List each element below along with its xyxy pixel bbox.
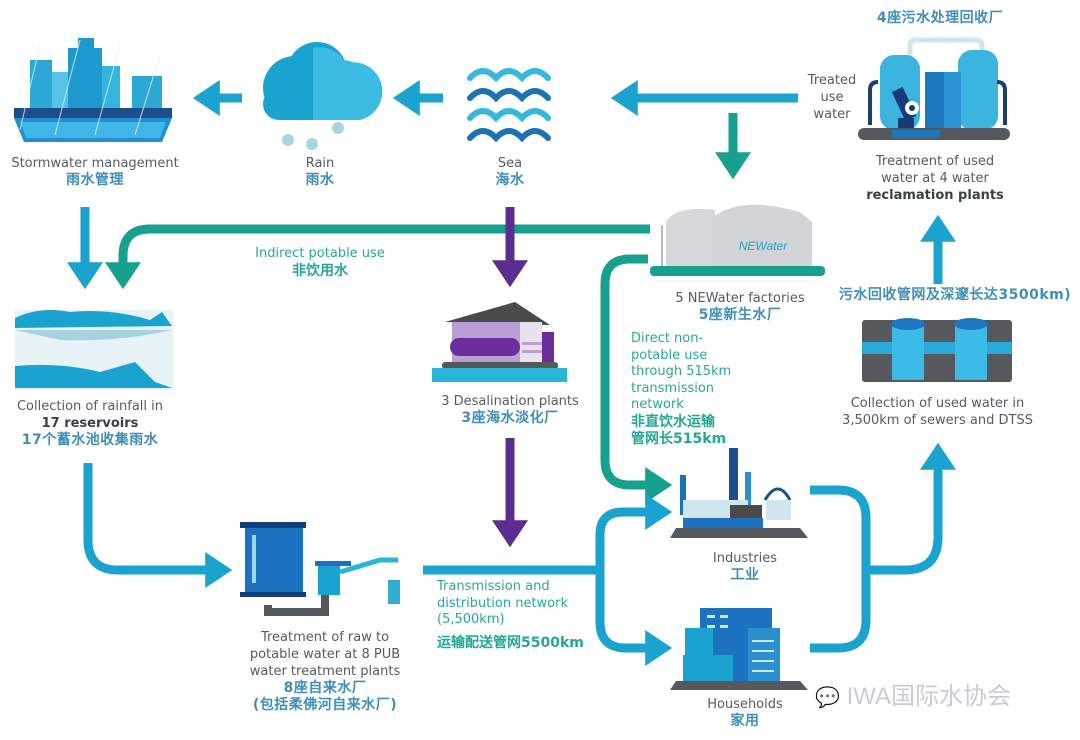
transmission-label: Transmission and distribution network (5… xyxy=(437,579,584,651)
sewer-network-zh: 污水回收管网及深邃长达3500km) xyxy=(838,287,1072,303)
indirect-potable-label: Indirect potable use 非饮用水 xyxy=(255,246,385,279)
arrow-industries-out xyxy=(810,485,871,653)
rain-cloud-icon xyxy=(263,42,383,150)
households-building-icon xyxy=(670,608,808,690)
desalination-plant-icon xyxy=(432,302,567,382)
newater-factory-icon: NEWater xyxy=(650,204,825,276)
sewer-pipes-icon xyxy=(862,318,1012,382)
newater-label: 5 NEWater factories 5座新生水厂 xyxy=(675,291,805,323)
reservoir-icon xyxy=(15,310,173,390)
reservoirs-label: Collection of rainfall in 17 reservoirs … xyxy=(16,399,163,448)
arrow-network-branch-up xyxy=(595,494,673,570)
sea-waves-icon xyxy=(467,68,551,143)
reclamation-label: Treatment of used water at 4 water recla… xyxy=(866,154,1004,203)
sea-label: Sea 海水 xyxy=(495,156,525,188)
arrow-indirect-potable xyxy=(105,224,650,290)
stormwater-city-icon xyxy=(14,38,172,142)
households-label: Households 家用 xyxy=(707,697,783,729)
industries-label: Industries 工业 xyxy=(712,551,778,583)
arrow-newater-direct xyxy=(600,254,673,503)
arrow-network-branch-down xyxy=(595,570,673,666)
treatment-label: Treatment of raw to potable water at 8 P… xyxy=(249,630,401,713)
reclamation-plant-icon xyxy=(858,37,1010,140)
water-treatment-icon xyxy=(240,522,400,616)
sewers-label: Collection of used water in 3,500km of s… xyxy=(842,396,1033,428)
arrow-to-sewers xyxy=(866,442,956,575)
arrow-reservoir-to-treatment xyxy=(83,463,233,588)
direct-non-potable-label: Direct non- potable use through 515km tr… xyxy=(631,331,732,447)
stormwater-label: Stormwater management 雨水管理 xyxy=(11,156,179,188)
reclamation-title-zh: 4座污水处理回收厂 xyxy=(876,10,1004,26)
wechat-icon: 💬 xyxy=(815,687,840,709)
newater-logo: NEWater xyxy=(739,239,788,253)
desalination-label: 3 Desalination plants 3座海水淡化厂 xyxy=(441,394,579,426)
industry-factory-icon xyxy=(670,448,808,538)
watermark: 💬 IWA国际水协会 xyxy=(815,683,1012,710)
rain-label: Rain 雨水 xyxy=(305,156,335,188)
treated-use-water-label: Treated use water xyxy=(807,73,857,122)
